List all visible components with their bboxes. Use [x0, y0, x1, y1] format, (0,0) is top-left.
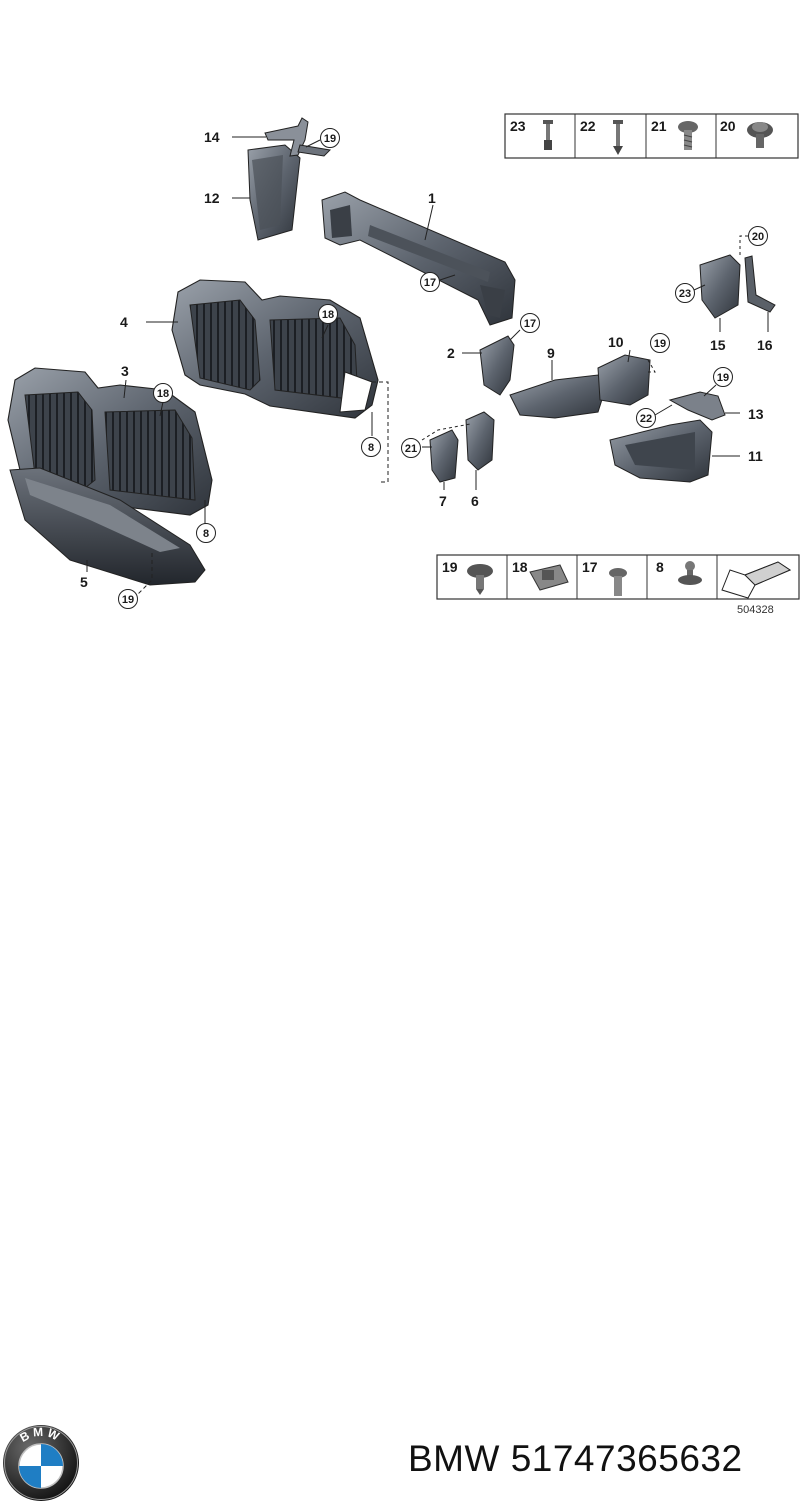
ref-23: 23	[679, 288, 691, 300]
part-11-duct	[609, 419, 713, 483]
part-10-duct	[597, 354, 651, 406]
ref-19-a: 19	[324, 133, 336, 145]
footer: BMW BMW 51747365632	[0, 700, 800, 1501]
part-5-lower-trim	[9, 467, 206, 586]
box-label-18: 18	[512, 559, 528, 575]
ref-8-b: 8	[203, 528, 209, 540]
screw-17-icon	[609, 568, 627, 596]
ref-21: 21	[405, 443, 417, 455]
part-14-bracket	[264, 117, 332, 157]
ref-17-b: 17	[524, 318, 536, 330]
box-label-19: 19	[442, 559, 458, 575]
callout-12: 12	[204, 190, 220, 206]
callout-4: 4	[120, 314, 128, 330]
box-label-17: 17	[582, 559, 598, 575]
ref-19-d: 19	[717, 372, 729, 384]
bmw-logo-icon: BMW	[3, 1425, 79, 1501]
box-label-21: 21	[651, 118, 667, 134]
box-label-20: 20	[720, 118, 736, 134]
clip-19-icon	[467, 564, 493, 595]
ref-18: 22	[640, 413, 652, 425]
clip-nut-18-icon	[529, 564, 569, 591]
box-label-23: 23	[510, 118, 526, 134]
nut-20-icon	[747, 122, 773, 148]
callout-9: 9	[547, 345, 555, 361]
stud-8-icon	[678, 561, 702, 585]
part-1-carrier	[321, 191, 516, 326]
part-12-air-duct	[247, 144, 301, 241]
part-7-bracket	[429, 429, 459, 483]
callout-6: 6	[471, 493, 479, 509]
ref-19-c: 19	[654, 338, 666, 350]
ref-20-a: 18	[322, 309, 334, 321]
callout-7: 7	[439, 493, 447, 509]
callout-16: 16	[757, 337, 773, 353]
callout-11: 11	[748, 448, 763, 464]
orientation-arrow-icon	[721, 561, 792, 599]
parts-diagram: 23 22 21 20	[7, 113, 800, 616]
callout-10: 10	[608, 334, 624, 350]
ref-19-b: 19	[122, 594, 134, 606]
part-15-panel	[699, 254, 741, 319]
rivet-22-icon	[613, 120, 623, 155]
part-16-strip	[744, 255, 776, 313]
hardware-box-top: 23 22 21 20	[504, 113, 799, 159]
callout-1: 1	[428, 190, 436, 206]
part-2-bracket	[479, 335, 515, 396]
ref-20-b: 18	[157, 388, 169, 400]
callout-15: 15	[710, 337, 726, 353]
callout-2: 2	[447, 345, 455, 361]
box-label-22: 22	[580, 118, 596, 134]
rivet-23-icon	[543, 120, 553, 150]
ref-8-a: 8	[368, 442, 374, 454]
ref-17-a: 17	[424, 277, 436, 289]
hardware-box-bottom: 19 18 17 8	[436, 554, 800, 600]
part-4-grille-frame	[171, 279, 379, 419]
part-number-text: BMW 51747365632	[408, 1438, 743, 1479]
box-label-8: 8	[656, 559, 664, 575]
screw-21-icon	[678, 121, 698, 150]
part-6-bracket	[465, 411, 495, 471]
callout-14: 14	[204, 129, 220, 145]
callout-13: 13	[748, 406, 764, 422]
ref-22: 20	[752, 231, 764, 243]
diagram-reference-code: 504328	[737, 604, 774, 616]
callout-5: 5	[80, 574, 88, 590]
part-13-bracket	[668, 391, 726, 421]
part-9-duct	[509, 374, 606, 419]
callout-3: 3	[121, 363, 129, 379]
